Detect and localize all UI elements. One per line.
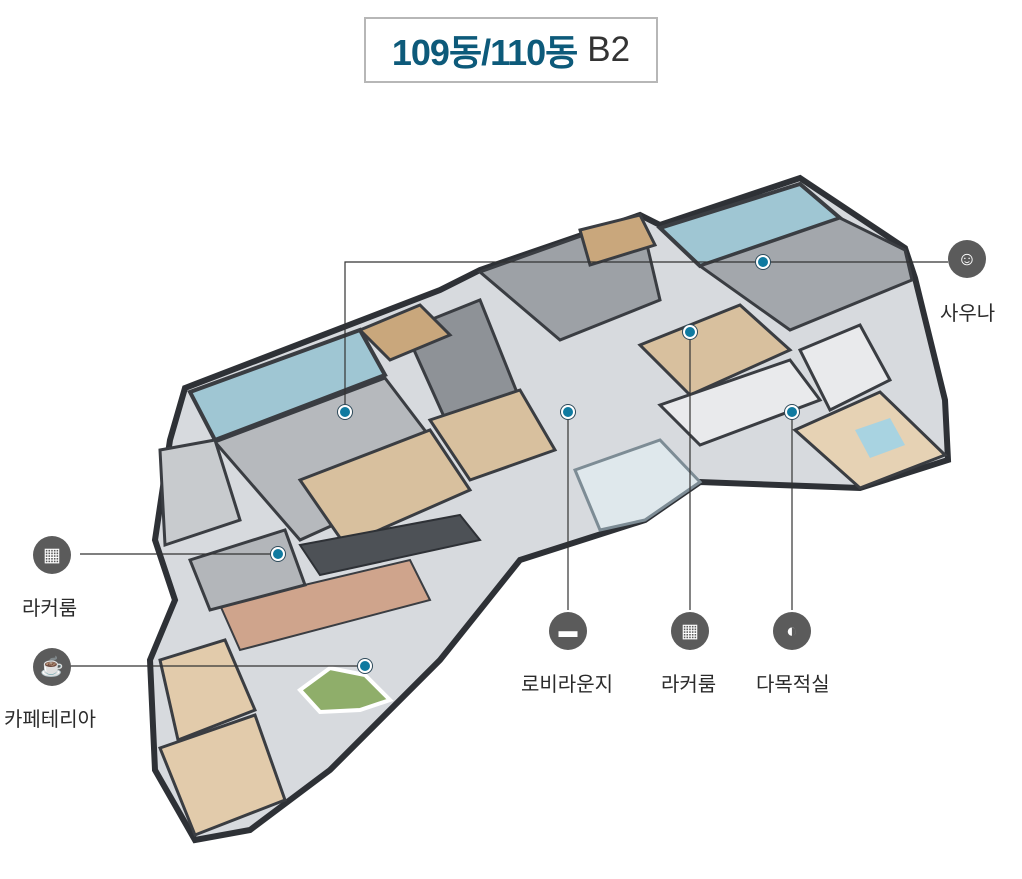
sauna-person-icon[interactable]: ☺ bbox=[948, 240, 986, 278]
seminar-room-1 bbox=[158, 638, 257, 743]
glass-corridor bbox=[573, 438, 703, 532]
marker-sauna-left[interactable] bbox=[338, 405, 352, 419]
sauna-cells bbox=[637, 303, 793, 397]
marker-locker-center[interactable] bbox=[683, 325, 697, 339]
pool-left bbox=[187, 327, 388, 443]
marker-multipurpose[interactable] bbox=[785, 405, 799, 419]
marker-locker-left[interactable] bbox=[271, 547, 285, 561]
cafe-counter bbox=[298, 513, 482, 577]
locker-block-right bbox=[696, 216, 914, 332]
marker-sauna[interactable] bbox=[756, 255, 770, 269]
label-sauna: 사우나 bbox=[940, 303, 996, 325]
multipurpose-rug bbox=[855, 418, 905, 458]
meeting-rooms bbox=[657, 358, 823, 447]
label-locker-center: 라커룸 bbox=[661, 674, 717, 696]
label-lobby-lounge: 로비라운지 bbox=[521, 674, 613, 696]
coffee-cup-icon[interactable]: ☕ bbox=[33, 648, 71, 686]
wet-rooms-left bbox=[158, 438, 242, 548]
green-planter bbox=[297, 665, 394, 715]
seminar-room-2 bbox=[158, 713, 287, 837]
wood-room-right bbox=[578, 213, 658, 267]
marker-lobby[interactable] bbox=[561, 405, 575, 419]
wood-booths-left bbox=[297, 428, 473, 547]
wood-booths-right bbox=[427, 388, 558, 482]
marker-cafeteria[interactable] bbox=[358, 659, 372, 673]
locker-icon-center[interactable]: ▦ bbox=[671, 612, 709, 650]
leader-sauna-left bbox=[344, 261, 763, 412]
speaking-head-icon[interactable]: ◐ bbox=[773, 612, 811, 650]
building-name: 109동/110동 bbox=[391, 32, 578, 73]
label-locker-left: 라커룸 bbox=[22, 598, 78, 620]
wood-room-top bbox=[357, 303, 453, 362]
study-room bbox=[797, 323, 893, 413]
label-cafeteria: 카페테리아 bbox=[4, 709, 96, 731]
lounge-chairs bbox=[218, 558, 432, 652]
floor-level: B2 bbox=[587, 30, 631, 69]
label-multipurpose-room: 다목적실 bbox=[756, 674, 830, 696]
sofa-icon[interactable]: ▬ bbox=[549, 612, 587, 650]
floor-title: 109동/110동 B2 bbox=[364, 17, 658, 83]
locker-icon[interactable]: ▦ bbox=[33, 536, 71, 574]
